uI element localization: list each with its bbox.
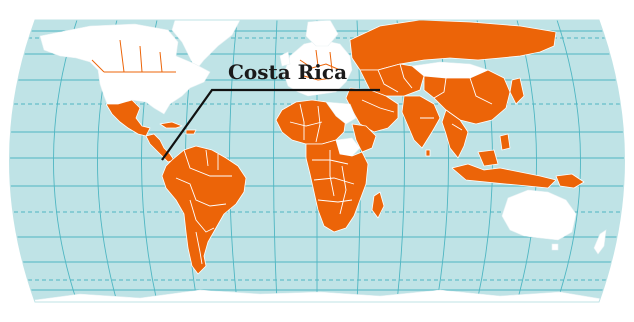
uk [279, 51, 291, 67]
papua [555, 173, 585, 189]
horn-of-africa [351, 123, 377, 153]
tasmania [551, 243, 559, 251]
borneo [477, 149, 499, 167]
hispaniola [185, 129, 197, 135]
sri-lanka [425, 149, 431, 157]
asia-borders [361, 63, 493, 131]
callout-leader-line [161, 88, 380, 161]
australia [501, 189, 577, 241]
cuba [159, 121, 183, 129]
madagascar [371, 191, 385, 219]
country-label: Costa Rica [228, 60, 347, 84]
new-zealand [593, 229, 607, 255]
southeast-asia [441, 109, 469, 159]
greenland [171, 20, 241, 71]
india [401, 95, 441, 149]
south-america-borders [175, 149, 232, 265]
scandinavia [305, 20, 339, 47]
mexico [105, 99, 151, 137]
antarctica [19, 289, 621, 302]
indonesia [451, 163, 557, 189]
south-america [161, 145, 247, 275]
korea-japan [509, 77, 525, 105]
north-america-borders [91, 39, 176, 73]
europe-borders [299, 49, 341, 81]
egypt-libya [325, 101, 357, 125]
north-america [39, 23, 211, 115]
map-frame [9, 19, 625, 303]
costa-rica-callout: Costa Rica [161, 60, 380, 161]
philippines [499, 133, 511, 151]
africa-north-west [275, 99, 347, 145]
africa-borders [289, 103, 355, 215]
africa-central-south [305, 139, 369, 233]
